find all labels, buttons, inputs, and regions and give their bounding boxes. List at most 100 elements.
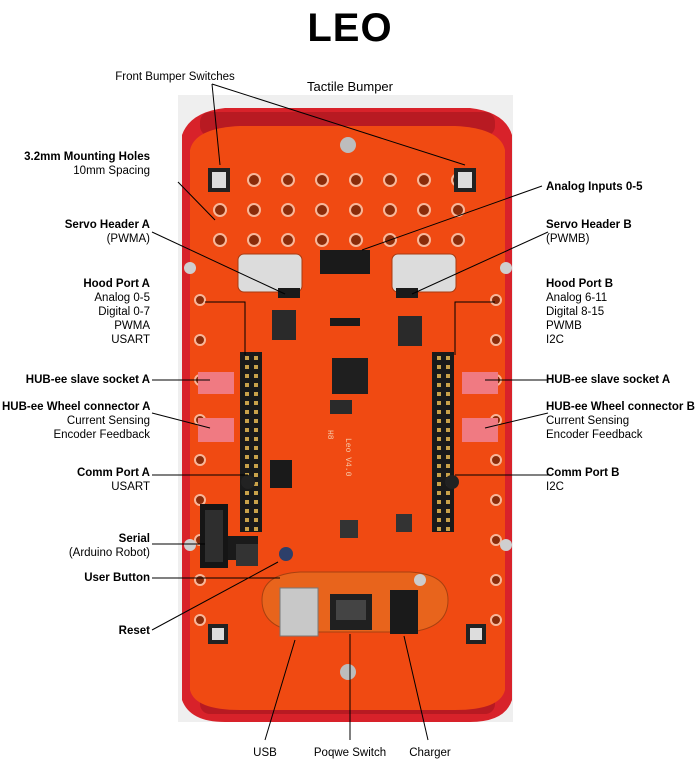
header-pin	[254, 464, 258, 468]
analog-header	[320, 250, 370, 274]
header-pin	[446, 500, 450, 504]
header-pin	[245, 527, 249, 531]
mounting-hole	[247, 203, 261, 217]
hood-port-b-title: Hood Port B	[546, 278, 614, 290]
ic-left	[272, 310, 296, 340]
hub-slave-socket-b	[462, 372, 498, 394]
header-pin	[254, 356, 258, 360]
header-pin	[254, 419, 258, 423]
mounting-hole	[451, 233, 465, 247]
header-pin	[254, 509, 258, 513]
header-pin	[254, 365, 258, 369]
hood-port-a-label: Hood Port A Analog 0-5 Digital 0-7 PWMA …	[2, 277, 150, 347]
header-pin	[254, 374, 258, 378]
reset-label: Reset	[118, 625, 150, 637]
header-pin	[437, 527, 441, 531]
header-pin	[446, 518, 450, 522]
header-pin	[254, 428, 258, 432]
mounting-hole	[194, 614, 206, 626]
header-pin	[245, 446, 249, 450]
mounting-hole	[490, 334, 502, 346]
header-pin	[446, 356, 450, 360]
servo-header-a-title: Servo Header A	[64, 219, 150, 231]
header-pin	[446, 473, 450, 477]
header-pin	[245, 509, 249, 513]
hub-slave-a-label: HUB-ee slave socket A	[25, 374, 150, 386]
servo-header-b-title: Servo Header B	[546, 219, 632, 231]
header-pin	[446, 455, 450, 459]
mounting-hole	[315, 233, 329, 247]
header-pin	[254, 527, 258, 531]
mounting-hole	[194, 334, 206, 346]
servo-header-b-label: Servo Header B (PWMB)	[546, 218, 696, 246]
mounting-hole	[349, 233, 363, 247]
header-pin	[446, 446, 450, 450]
header-pin	[245, 392, 249, 396]
serial-label: Serial (Arduino Robot)	[2, 532, 150, 560]
ic-right	[398, 316, 422, 346]
header-pin	[254, 518, 258, 522]
header-pin	[437, 392, 441, 396]
header-pin	[254, 410, 258, 414]
mounting-hole	[281, 203, 295, 217]
header-pin	[254, 473, 258, 477]
header-pin	[254, 437, 258, 441]
wheel-connector-a-title: HUB-ee Wheel connector A	[2, 401, 151, 413]
mounting-hole	[194, 294, 206, 306]
header-pin	[437, 500, 441, 504]
mounting-hole	[417, 203, 431, 217]
header-pin	[245, 464, 249, 468]
wheel-connector-b	[462, 418, 498, 442]
header-pin	[245, 401, 249, 405]
mounting-hole	[247, 173, 261, 187]
header-pin	[446, 428, 450, 432]
header-pin	[245, 500, 249, 504]
header-pin	[437, 374, 441, 378]
header-pin	[245, 428, 249, 432]
header-pin	[437, 491, 441, 495]
header-pin	[245, 518, 249, 522]
servo-header-b	[396, 288, 418, 298]
header-pin	[254, 383, 258, 387]
wheel-connector-a-label: HUB-ee Wheel connector A Current Sensing…	[2, 401, 151, 441]
charger-jack	[390, 590, 418, 634]
header-pin	[437, 482, 441, 486]
header-pin	[245, 374, 249, 378]
header-pin	[254, 392, 258, 396]
mounting-hole	[490, 534, 502, 546]
header-pin	[437, 464, 441, 468]
header-pin	[437, 455, 441, 459]
front-bumper-switches-label: Front Bumper Switches	[115, 71, 235, 83]
mounting-hole	[194, 454, 206, 466]
mounting-hole	[383, 203, 397, 217]
header-pin	[254, 446, 258, 450]
header-pin	[446, 392, 450, 396]
page-title: LEO	[307, 6, 393, 50]
hub-slave-b-label: HUB-ee slave socket A	[546, 374, 671, 386]
mounting-hole	[315, 173, 329, 187]
header-pin	[446, 383, 450, 387]
header-pin	[446, 365, 450, 369]
comm-port-a-sub: USART	[111, 481, 150, 493]
usb-connector	[279, 587, 319, 637]
mounting-hole	[281, 233, 295, 247]
comm-port-b-sub: I2C	[546, 481, 564, 493]
hood-port-b-label: Hood Port B Analog 6-11 Digital 8-15 PWM…	[546, 277, 696, 347]
mounting-holes-sub: 10mm Spacing	[73, 165, 150, 177]
servo-header-a	[278, 288, 300, 298]
mounting-hole	[213, 203, 227, 217]
header-pin	[245, 365, 249, 369]
header-pin	[245, 455, 249, 459]
header-pin	[446, 374, 450, 378]
mounting-hole	[490, 574, 502, 586]
hood-port-a-title: Hood Port A	[83, 278, 150, 290]
header-pin	[254, 500, 258, 504]
header-pin	[437, 410, 441, 414]
silkscreen-h8: H8	[325, 430, 334, 440]
mounting-hole	[417, 173, 431, 187]
serial-sub: (Arduino Robot)	[68, 547, 150, 559]
wheel-connector-b-label: HUB-ee Wheel connector B Current Sensing…	[546, 401, 695, 441]
silkscreen-version: Leo V4.0	[343, 438, 352, 477]
analog-inputs-label: Analog Inputs 0-5	[546, 181, 643, 193]
mounting-hole	[490, 494, 502, 506]
